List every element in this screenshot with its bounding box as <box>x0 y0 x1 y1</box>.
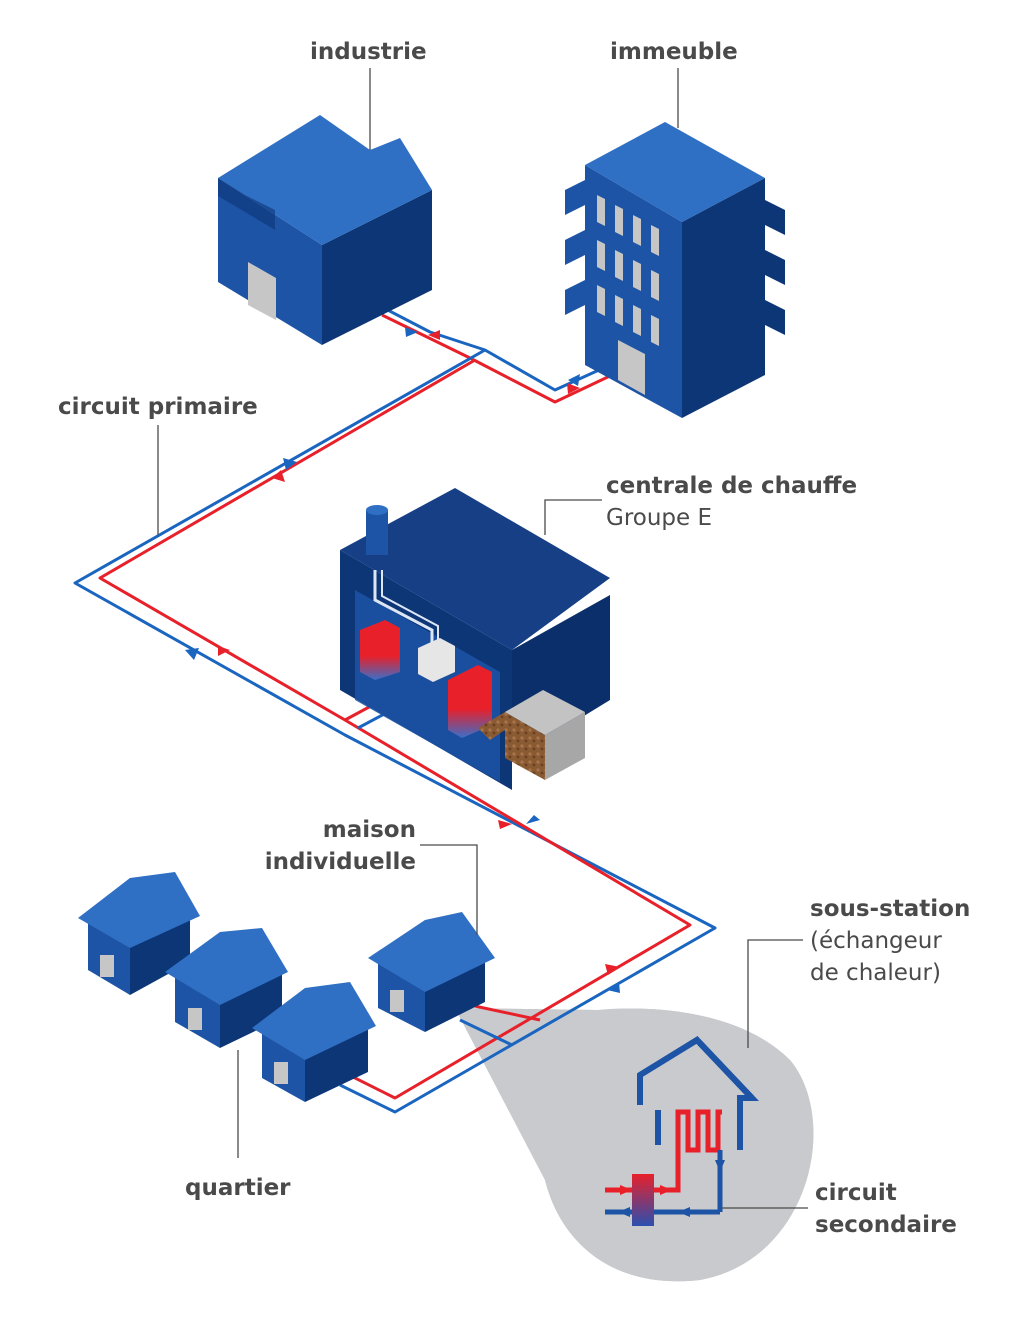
label-maison-line1: maison <box>322 817 416 843</box>
centrale-building <box>340 488 610 790</box>
label-circuit-secondaire-line2: secondaire <box>815 1212 957 1238</box>
label-circuit-primaire: circuit primaire <box>58 394 258 420</box>
label-sous-station-line2: (échangeur <box>810 928 942 954</box>
arrow-hot <box>567 383 580 394</box>
immeuble-door <box>618 340 645 395</box>
label-immeuble: immeuble <box>610 39 738 65</box>
industrie-door <box>248 262 276 320</box>
label-sous-station-line3: de chaleur) <box>810 960 941 986</box>
label-centrale-sub: Groupe E <box>606 505 713 531</box>
heat-exchanger <box>632 1174 654 1226</box>
immeuble-windows <box>597 195 659 346</box>
arrow-cold <box>185 648 199 660</box>
leader-lines <box>157 68 808 1209</box>
leader-centrale <box>544 499 602 535</box>
house-maison-individuelle <box>368 912 495 1032</box>
boiler-2 <box>448 665 492 738</box>
leader-sous-station <box>747 939 803 1048</box>
label-quartier: quartier <box>185 1175 291 1201</box>
arrow-hot <box>272 470 285 482</box>
substation-arrows <box>618 1160 725 1217</box>
arrow-cold <box>526 815 540 824</box>
arrow-cold <box>568 374 580 386</box>
label-maison-line2: individuelle <box>264 849 416 875</box>
substation-callout <box>455 1008 814 1282</box>
arrow-cold <box>405 327 418 337</box>
arrow-hot <box>605 964 620 975</box>
house-2 <box>165 928 288 1048</box>
leader-maison <box>420 844 478 935</box>
house-3 <box>252 982 376 1102</box>
immeuble-building <box>565 122 785 418</box>
label-sous-station-title: sous-station <box>810 896 971 922</box>
radiator-coil <box>675 1109 722 1170</box>
wood-silo-front <box>505 712 545 780</box>
boiler-1 <box>360 620 400 680</box>
label-industrie: industrie <box>310 39 427 65</box>
arrow-cold <box>607 982 620 993</box>
label-circuit-secondaire-line1: circuit <box>815 1180 897 1206</box>
house-1 <box>78 872 200 995</box>
arrow-cold <box>283 458 297 470</box>
label-centrale-title: centrale de chauffe <box>606 473 858 499</box>
arrow-hot <box>498 820 512 829</box>
chimney <box>366 510 388 555</box>
flow-arrows <box>185 327 620 993</box>
arrow-hot <box>218 646 230 656</box>
pipe-cold-maison <box>459 1018 513 1047</box>
pipe-hot-maison <box>469 1003 541 1022</box>
pipe-hot-industry <box>381 313 613 404</box>
pipe-hot-main <box>98 358 692 1100</box>
industrie-building <box>218 115 432 345</box>
exchanger-box <box>418 638 455 682</box>
arrow-hot <box>428 330 440 340</box>
